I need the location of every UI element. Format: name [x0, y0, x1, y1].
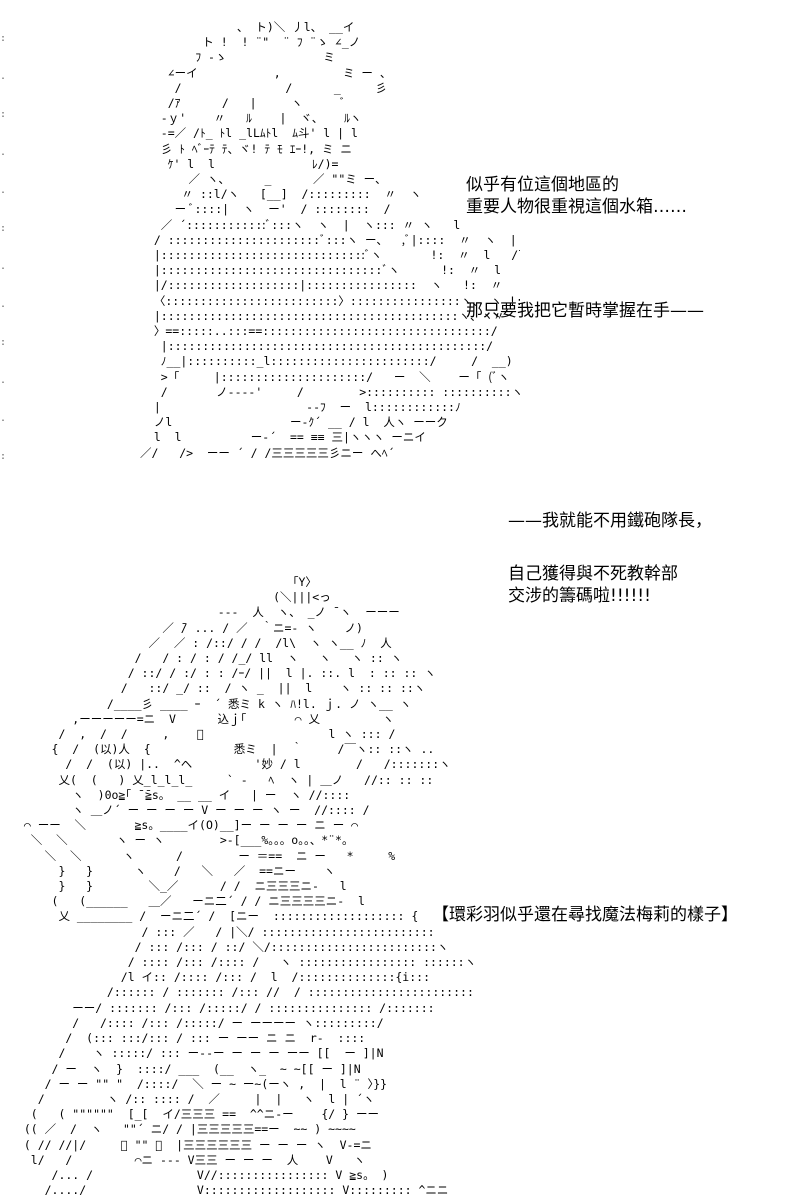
- caption-line: 交涉的籌碼啦!!!!!!: [508, 586, 651, 606]
- caption-line: 那只要我把它暫時掌握在手——: [466, 301, 704, 321]
- page-edge-marks: : . : . . : . . : . . :: [0, 33, 7, 462]
- caption-middle-2: 自己獲得與不死教幹部 交涉的籌碼啦!!!!!!: [508, 563, 678, 607]
- caption-top-2: 那只要我把它暫時掌握在手——: [466, 300, 704, 322]
- caption-middle-1: ——我就能不用鐵砲隊長，: [508, 510, 712, 532]
- caption-line: 重要人物很重視這個水箱……: [466, 197, 687, 217]
- caption-line: ——我就能不用鐵砲隊長，: [508, 511, 712, 531]
- caption-top-1: 似乎有位這個地區的 重要人物很重視這個水箱……: [466, 174, 687, 218]
- ascii-art-character-holding-tank: 、 ト)＼ 丿l、 __イ ト ! ! ¨" ¨ ﾌ ¨ゝ ∠_ノ ﾌ ‐ゝ ミ…: [140, 20, 520, 460]
- caption-line: 似乎有位這個地區的: [466, 175, 619, 195]
- caption-bottom-note: 【環彩羽似乎還在尋找魔法梅莉的樣子】: [432, 905, 738, 925]
- ascii-art-magical-girl-character: 「Y〉 (＼|||<っ --- 人 ヽ、 _ノ ̄ ヽ ーーー ／ ̄/ ...…: [23, 575, 477, 1195]
- caption-line: 自己獲得與不死教幹部: [508, 564, 678, 584]
